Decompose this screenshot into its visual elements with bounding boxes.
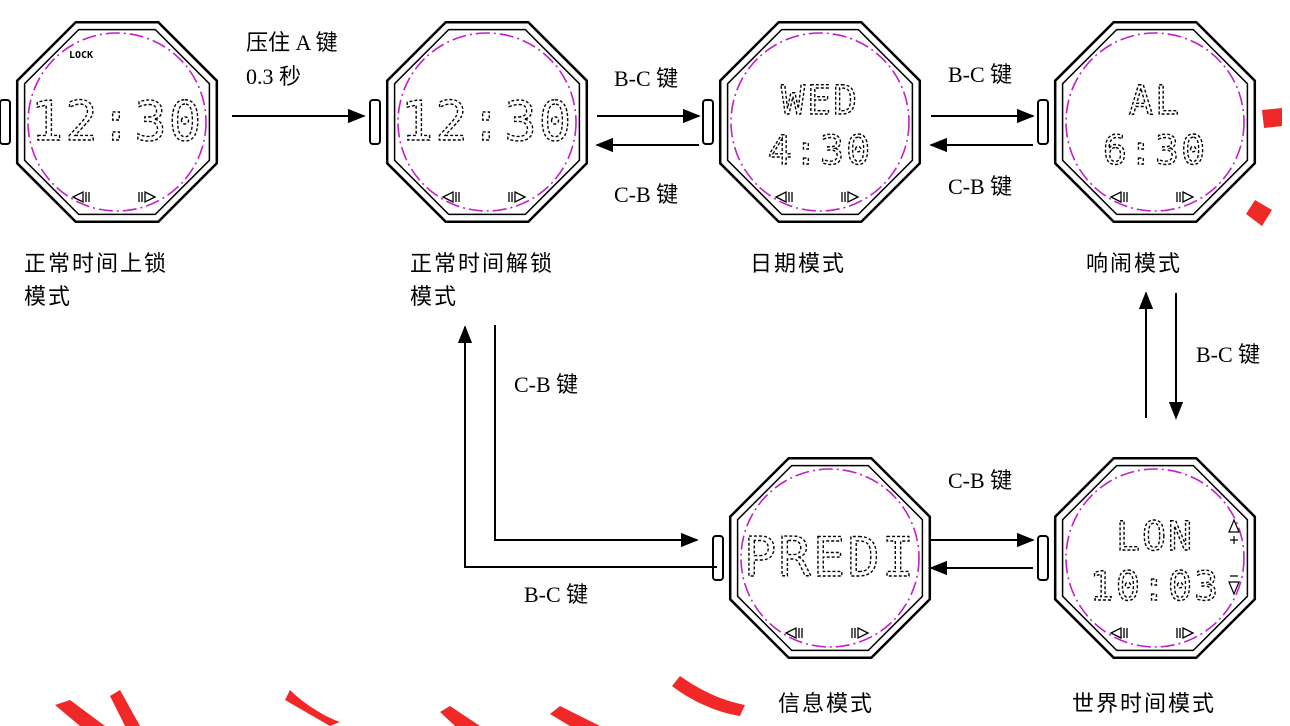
label-world-mode: 世界时间模式 xyxy=(1072,692,1217,717)
label-locked-mode-line1: 正常时间上锁 xyxy=(24,252,169,277)
watch-bezel-outer xyxy=(385,20,589,224)
key-cb-alarm-date: C-B 键 xyxy=(948,174,1013,199)
watch-bezel-outer xyxy=(718,20,922,224)
display-line1: 12:30 xyxy=(401,90,574,153)
key-bc-date-alarm: B-C 键 xyxy=(948,62,1013,87)
display-line2: 10:03 xyxy=(1090,564,1220,610)
label-unlocked-mode-line1: 正常时间解锁 xyxy=(410,252,555,277)
prev-icon xyxy=(1109,190,1128,204)
prev-icon xyxy=(774,190,793,204)
next-icon xyxy=(851,626,870,640)
watch-bezel-outer xyxy=(1053,456,1257,660)
prev-icon xyxy=(441,190,460,204)
watch-bezel-inner xyxy=(23,28,211,216)
key-bc-unlock-date: B-C 键 xyxy=(614,66,679,91)
label-locked-mode-line2: 模式 xyxy=(24,285,73,310)
key-press-a-line2: 0.3 秒 xyxy=(246,64,302,89)
watch-bezel-inner xyxy=(1061,464,1249,652)
label-date-mode: 日期模式 xyxy=(750,252,847,277)
label-info-mode: 信息模式 xyxy=(778,692,875,717)
key-bc-info-unlock: B-C 键 xyxy=(524,582,589,607)
watch-alarm: AL6:30 xyxy=(1037,20,1257,224)
next-icon xyxy=(1176,626,1195,640)
prev-icon xyxy=(1109,626,1128,640)
watch-bezel-inner xyxy=(393,28,581,216)
prev-icon xyxy=(784,626,803,640)
watch-locked: LOCK 12:30 xyxy=(0,20,219,224)
key-cb-unlock-info: C-B 键 xyxy=(514,372,579,397)
label-unlocked-mode-line2: 模式 xyxy=(410,285,459,310)
label-alarm-mode: 响闹模式 xyxy=(1086,252,1183,277)
display-line2: 4:30 xyxy=(768,128,872,174)
display-line1: LON xyxy=(1116,514,1194,560)
watch-bezel-inner xyxy=(1061,28,1249,216)
display-line2: 6:30 xyxy=(1103,128,1207,174)
display-line1: WED xyxy=(781,78,859,124)
next-icon xyxy=(841,190,860,204)
key-cb-info-world: C-B 键 xyxy=(948,468,1013,493)
watch-unlocked: 12:30 xyxy=(369,20,589,224)
up-plus-icon xyxy=(1228,518,1240,544)
dial-ring xyxy=(740,468,920,648)
prev-icon xyxy=(71,190,90,204)
next-icon xyxy=(1176,190,1195,204)
key-press-a-line1: 压住 A 键 xyxy=(246,30,338,55)
watch-bezel-outer xyxy=(15,20,219,224)
crown-button xyxy=(712,535,724,581)
dial-ring xyxy=(730,32,910,212)
arrow-info-to-unlock xyxy=(457,325,717,568)
display-line1: PREDI xyxy=(744,526,917,589)
watch-bezel-inner xyxy=(726,28,914,216)
lock-badge: LOCK xyxy=(69,50,93,61)
crown-button xyxy=(702,99,714,145)
display-line1: 12:30 xyxy=(31,90,204,153)
key-cb-date-unlock: C-B 键 xyxy=(614,182,679,207)
crown-button xyxy=(369,99,381,145)
next-icon xyxy=(138,190,157,204)
crown-button xyxy=(0,99,11,145)
dial-ring xyxy=(397,32,577,212)
next-icon xyxy=(508,190,527,204)
arrows xyxy=(232,108,1184,576)
dial-ring xyxy=(1065,468,1245,648)
watch-bezel-outer xyxy=(728,456,932,660)
crown-button xyxy=(1037,535,1049,581)
crown-button xyxy=(1037,99,1049,145)
key-bc-alarm-world: B-C 键 xyxy=(1196,342,1261,367)
arrow-unlock-to-info xyxy=(494,325,699,548)
dial-ring xyxy=(27,32,207,212)
display-line1: AL xyxy=(1129,78,1181,124)
watermark xyxy=(55,108,1282,726)
watch-info: PREDI xyxy=(712,456,932,660)
watch-bezel-inner xyxy=(736,464,924,652)
down-minus-icon xyxy=(1228,575,1240,596)
watch-bezel-outer xyxy=(1053,20,1257,224)
dial-ring xyxy=(1065,32,1245,212)
